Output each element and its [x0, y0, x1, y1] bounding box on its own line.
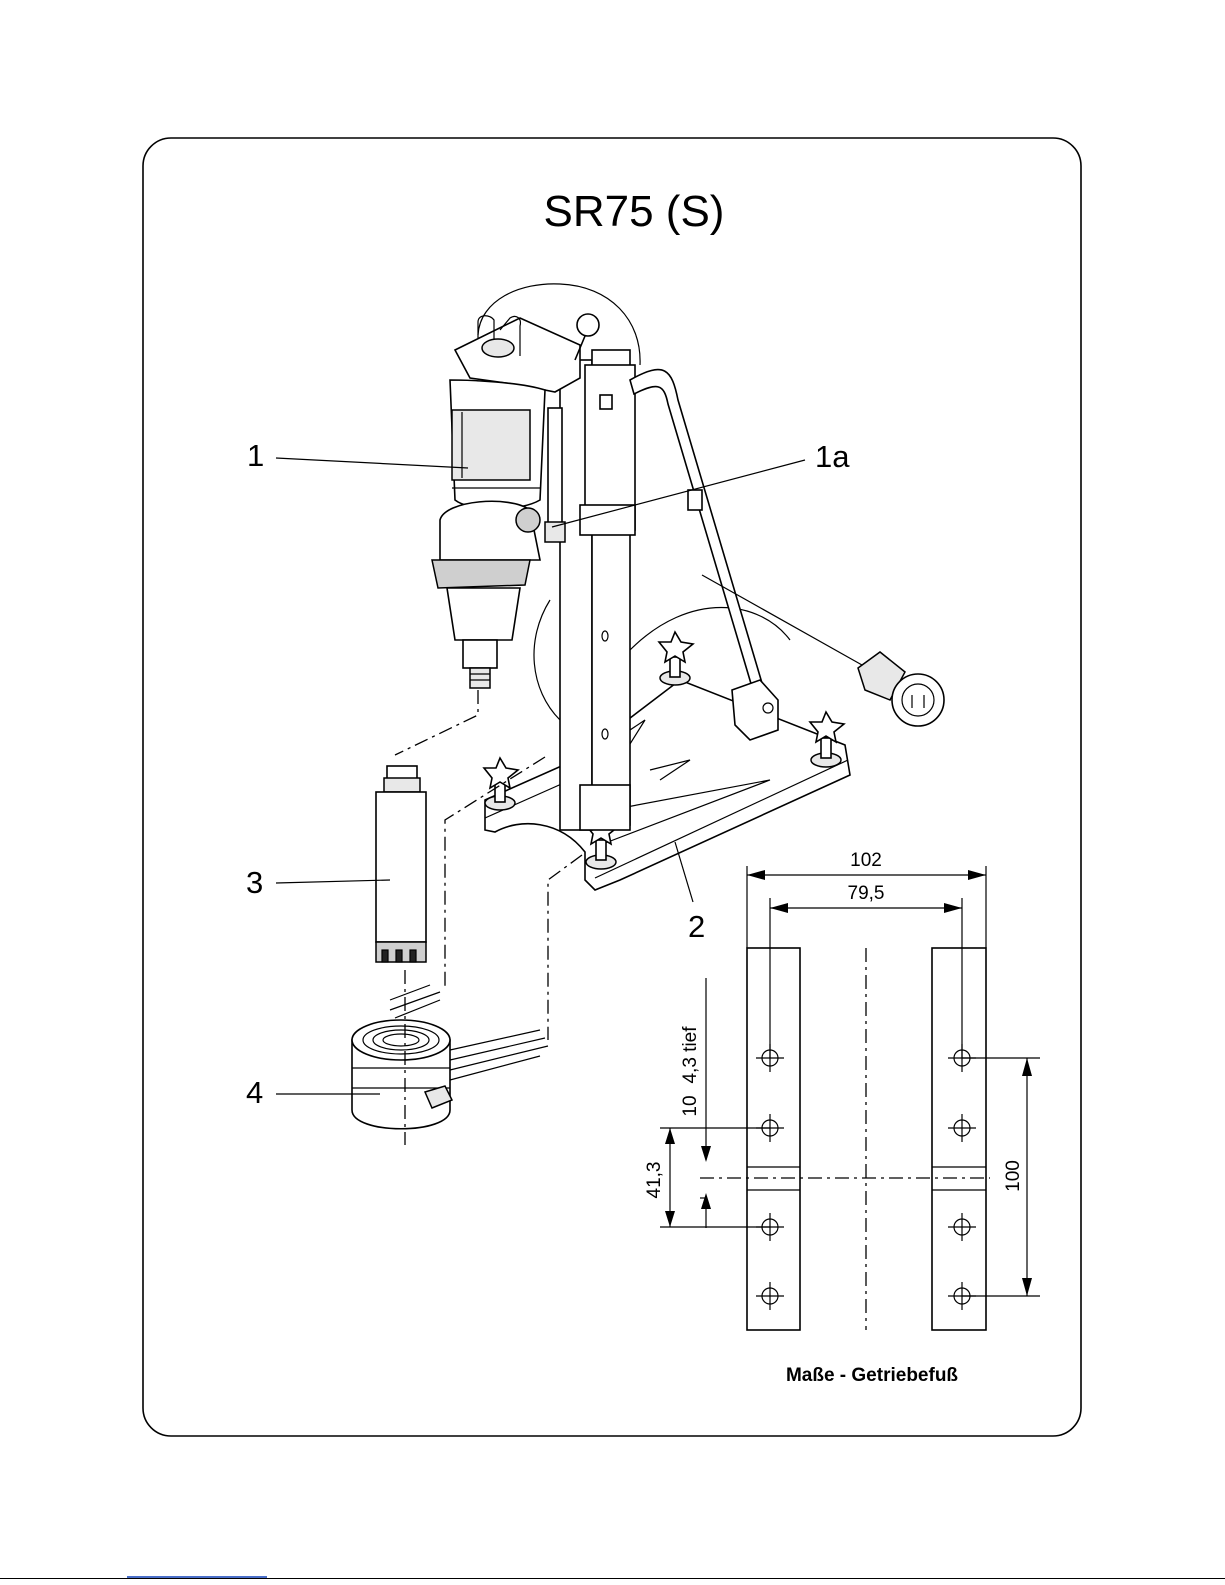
stand-base	[485, 680, 850, 890]
callout-label: 1	[247, 438, 264, 473]
bolt-hole	[756, 1282, 784, 1310]
drill-carriage	[580, 365, 635, 535]
page-footer-rule	[0, 1578, 1225, 1579]
dimension-label: 102	[850, 850, 882, 871]
core-drill-bit	[376, 766, 426, 962]
dimension-hole-pitch: 100	[962, 1058, 1040, 1296]
mounting-bar-right	[932, 948, 986, 1330]
drawing-title: SR75 (S)	[544, 187, 725, 236]
dimension-label: 10	[680, 1095, 701, 1116]
callout-motor: 1	[247, 438, 468, 473]
callout-label: 4	[246, 1075, 263, 1110]
drill-stand-assembly	[352, 284, 944, 1145]
support-strut	[630, 370, 778, 740]
dimension-caption: Maße - Getriebefuß	[786, 1365, 958, 1386]
callout-stand: 2	[675, 842, 705, 944]
levelling-screw	[659, 632, 693, 685]
dimension-label: 4,3 tief	[680, 1026, 701, 1084]
water-collector	[352, 985, 548, 1129]
dimension-depth-note: 4,3 tief	[680, 978, 711, 1162]
dimension-label: 41,3	[644, 1162, 665, 1199]
dimension-label: 100	[1003, 1160, 1024, 1192]
levelling-screw	[484, 758, 518, 810]
callout-core-bit: 3	[246, 865, 390, 900]
footer-link-underline[interactable]	[127, 1576, 267, 1578]
callout-label: 3	[246, 865, 263, 900]
callout-label: 1a	[815, 439, 850, 474]
mounting-bar-left	[747, 948, 800, 1330]
callout-label: 2	[688, 909, 705, 944]
dimension-hole-offset: 10	[680, 1095, 770, 1228]
dimension-label: 79,5	[848, 883, 885, 904]
bolt-hole	[948, 1114, 976, 1142]
bolt-hole	[948, 1213, 976, 1241]
